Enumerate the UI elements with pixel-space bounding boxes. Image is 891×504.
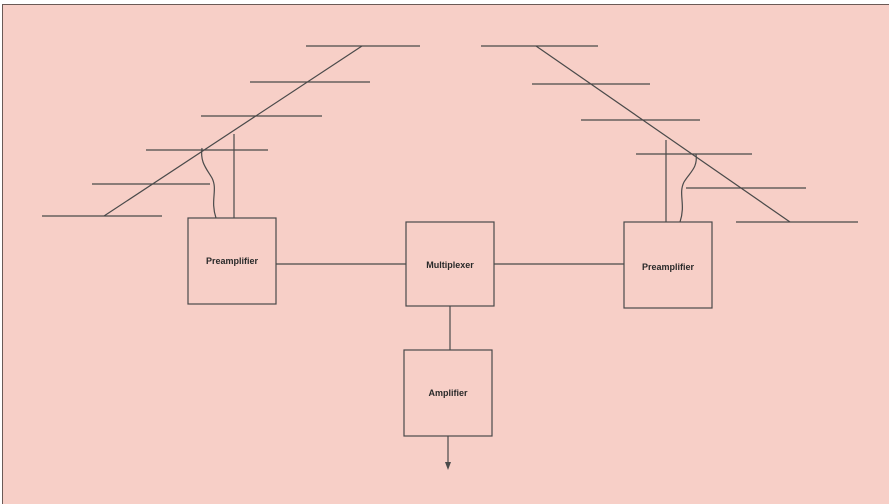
left-antenna [42,45,420,219]
preamplifier-right-label: Preamplifier [642,262,695,272]
preamplifier-left-label: Preamplifier [206,256,259,266]
output-arrow-icon [445,462,451,470]
amplifier-label: Amplifier [428,388,468,398]
diagram-background [2,4,889,504]
right-antenna-boom [535,45,791,223]
preamplifier-left-box [187,217,277,305]
left-antenna-feedline [201,147,217,219]
multiplexer-label: Multiplexer [426,260,474,270]
left-antenna-boom [103,45,363,217]
preamplifier-right-box [623,221,713,309]
right-antenna-feedline [679,153,697,223]
right-antenna [481,45,858,223]
